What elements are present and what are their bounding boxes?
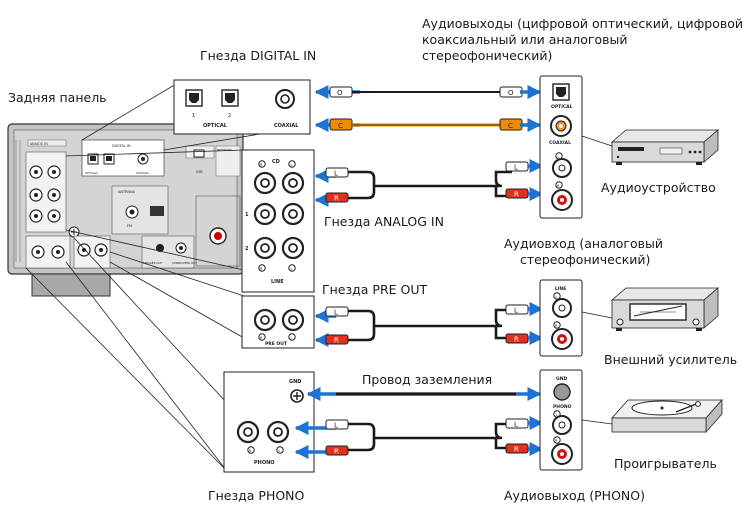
svg-text:R: R bbox=[514, 446, 519, 454]
svg-text:1: 1 bbox=[192, 113, 195, 119]
svg-text:LINE: LINE bbox=[555, 286, 566, 292]
svg-text:SUBWOOFER OUT: SUBWOOFER OUT bbox=[172, 261, 197, 265]
svg-text:L: L bbox=[279, 449, 281, 453]
ground-wire-label: Провод заземления bbox=[362, 372, 493, 387]
amplifier-icon bbox=[610, 287, 720, 331]
audio-input-title-line1: Аудиовход (аналоговый bbox=[504, 236, 663, 251]
panel-analog-in-label: ANALOG IN bbox=[30, 142, 48, 146]
svg-text:L: L bbox=[514, 421, 518, 429]
svg-text:PHONO: PHONO bbox=[254, 460, 275, 466]
phono-cable: L R L R bbox=[294, 416, 544, 459]
svg-text:L: L bbox=[558, 155, 560, 159]
svg-text:2: 2 bbox=[228, 113, 231, 119]
phono-jacks-label: Гнезда PHONO bbox=[208, 488, 305, 503]
ext-amp-jacks: LINE L R bbox=[539, 279, 583, 357]
svg-text:R: R bbox=[555, 439, 558, 443]
digital-in-panel: 1 2 OPTICAL COAXIAL bbox=[173, 79, 311, 135]
svg-text:L: L bbox=[334, 309, 338, 317]
svg-text:R: R bbox=[334, 337, 339, 345]
svg-text:R: R bbox=[249, 449, 252, 453]
audio-input-title-line2: стереофонический) bbox=[520, 252, 651, 267]
svg-text:FM: FM bbox=[127, 224, 132, 228]
svg-text:LINE: LINE bbox=[271, 279, 284, 285]
pre-out-label: Гнезда PRE OUT bbox=[322, 282, 428, 297]
analog-in-cable: L R L R bbox=[314, 159, 544, 207]
svg-text:R: R bbox=[557, 184, 560, 188]
outputs-title-line1: Аудиовыходы (цифровой оптический, цифров… bbox=[422, 16, 743, 31]
svg-text:ANTENNA: ANTENNA bbox=[118, 190, 136, 194]
outputs-title-line3: стереофонический) bbox=[422, 48, 553, 63]
svg-text:O: O bbox=[337, 89, 343, 97]
svg-text:L: L bbox=[291, 336, 293, 340]
cd-player-icon bbox=[610, 129, 720, 165]
svg-text:L: L bbox=[556, 413, 558, 417]
coaxial-cable: C C bbox=[314, 118, 542, 132]
panel-analog-jacks bbox=[25, 151, 67, 233]
svg-text:R: R bbox=[334, 195, 339, 203]
svg-text:NETWORK: NETWORK bbox=[217, 148, 233, 152]
svg-text:C: C bbox=[508, 122, 513, 130]
svg-text:L: L bbox=[334, 170, 338, 178]
svg-text:PRE OUT: PRE OUT bbox=[265, 341, 288, 347]
svg-text:OPTICAL: OPTICAL bbox=[203, 123, 228, 129]
svg-text:L: L bbox=[514, 307, 518, 315]
ext-amp-label: Внешний усилитель bbox=[604, 352, 738, 367]
pre-out-panel: R L PRE OUT bbox=[241, 295, 315, 349]
panel-digital-in-label: DIGITAL IN bbox=[112, 144, 131, 148]
svg-text:PHONO: PHONO bbox=[553, 404, 572, 410]
svg-text:CD: CD bbox=[272, 159, 280, 165]
svg-text:R: R bbox=[514, 336, 519, 344]
svg-text:2: 2 bbox=[245, 246, 249, 252]
svg-text:COAXIAL: COAXIAL bbox=[136, 171, 149, 175]
svg-text:L: L bbox=[291, 267, 293, 271]
turntable-label: Проигрыватель bbox=[614, 456, 717, 471]
svg-text:R: R bbox=[260, 267, 263, 271]
digital-in-label: Гнезда DIGITAL IN bbox=[200, 48, 317, 63]
phono-panel: GND R L PHONO bbox=[223, 371, 315, 473]
svg-text:L: L bbox=[514, 164, 518, 172]
analog-in-label: Гнезда ANALOG IN bbox=[324, 214, 444, 229]
turntable-icon bbox=[611, 398, 723, 434]
optical-cable: O O bbox=[314, 85, 542, 99]
svg-text:R: R bbox=[334, 448, 339, 456]
svg-text:L: L bbox=[556, 295, 558, 299]
svg-text:R: R bbox=[260, 336, 263, 340]
rear-panel-label: Задняя панель bbox=[8, 90, 107, 105]
svg-text:OPTICAL: OPTICAL bbox=[551, 104, 573, 110]
outputs-title-line2: коаксиальный или аналоговый bbox=[422, 32, 628, 47]
svg-text:O: O bbox=[508, 89, 514, 97]
svg-text:R: R bbox=[514, 191, 519, 199]
svg-text:TRIGGER OUT: TRIGGER OUT bbox=[142, 261, 163, 265]
svg-text:USB: USB bbox=[196, 170, 203, 174]
analog-in-panel: CD R L 1 2 R L LINE bbox=[241, 149, 315, 293]
rear-panel-unit: ANALOG IN DIGITAL IN OPTICAL COAXIAL USB… bbox=[7, 123, 244, 297]
svg-text:COAXIAL: COAXIAL bbox=[549, 140, 571, 146]
audio-device-label: Аудиоустройство bbox=[601, 180, 716, 195]
svg-text:GND: GND bbox=[556, 376, 567, 382]
callout-lines bbox=[25, 83, 309, 471]
svg-text:COAXIAL: COAXIAL bbox=[274, 123, 299, 129]
svg-text:R: R bbox=[260, 163, 263, 167]
svg-text:L: L bbox=[291, 163, 293, 167]
svg-text:1: 1 bbox=[245, 212, 249, 218]
svg-text:OPTICAL: OPTICAL bbox=[85, 171, 98, 175]
audio-device-jacks: OPTICAL COAXIAL L R bbox=[539, 75, 583, 219]
turntable-jacks: GND PHONO L R bbox=[539, 369, 583, 471]
phono-out-label: Аудиовыход (PHONO) bbox=[504, 488, 645, 503]
svg-text:C: C bbox=[338, 122, 343, 130]
svg-text:R: R bbox=[555, 324, 558, 328]
svg-text:GND: GND bbox=[289, 379, 301, 385]
svg-text:L: L bbox=[334, 422, 338, 430]
pre-out-cable: L R L R bbox=[314, 302, 544, 347]
device-leader-lines bbox=[581, 135, 613, 425]
